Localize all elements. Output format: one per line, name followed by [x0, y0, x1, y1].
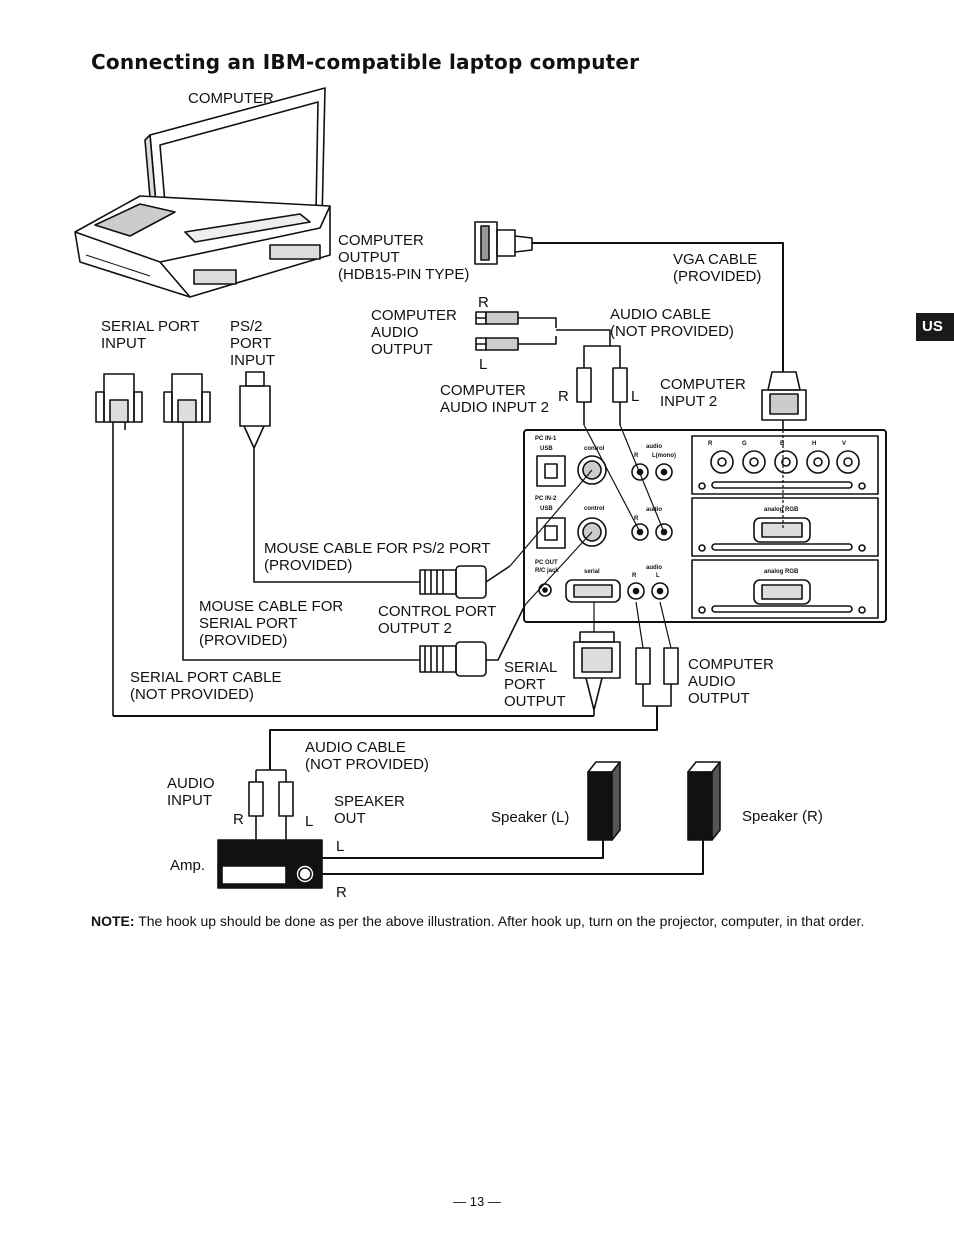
- panel-label-rgb-g: G: [742, 441, 747, 447]
- page-number: — 13 —: [453, 1194, 501, 1209]
- label-serial-port-input: SERIAL PORT INPUT: [101, 318, 200, 352]
- label-computer-audio-output: COMPUTER AUDIO OUTPUT: [371, 307, 457, 358]
- speaker-wire-left: [322, 840, 604, 859]
- label-l-top: L: [479, 356, 488, 373]
- panel-label-analog-rgb1: analog RGB: [764, 507, 799, 513]
- label-speaker-right: Speaker (R): [742, 808, 823, 825]
- panel-label-rgb-h: H: [812, 441, 817, 447]
- panel-label-rgb-b: B: [780, 441, 785, 447]
- audio-plugs-input2: [576, 367, 628, 425]
- label-audio-cable-top: AUDIO CABLE (NOT PROVIDED): [610, 306, 734, 340]
- panel-label-pc-in1: PC IN-1: [535, 436, 557, 442]
- speaker-left: [587, 761, 621, 841]
- label-speaker-out: SPEAKER OUT: [334, 793, 405, 827]
- label-vga-cable: VGA CABLE (PROVIDED): [673, 251, 762, 285]
- panel-label-serial: serial: [584, 569, 600, 575]
- label-computer-input2: COMPUTER INPUT 2: [660, 376, 746, 410]
- vga-cable: [532, 242, 784, 372]
- serial-connector-left: [95, 373, 143, 716]
- speaker-wire-right: [322, 840, 704, 875]
- laptop-illustration: [74, 87, 331, 298]
- mouse-connector-serial: [419, 604, 526, 677]
- panel-label-control1: control: [584, 446, 605, 452]
- panel-label-r2: R: [634, 516, 639, 522]
- panel-label-usb1: USB: [540, 446, 553, 452]
- speaker-right: [687, 761, 721, 841]
- label-mouse-cable-ps2: MOUSE CABLE FOR PS/2 PORT (PROVIDED): [264, 540, 491, 574]
- panel-label-usb2: USB: [540, 506, 553, 512]
- label-speaker-left: Speaker (L): [491, 809, 570, 826]
- projector-panel: [523, 429, 887, 623]
- label-serial-port-cable: SERIAL PORT CABLE (NOT PROVIDED): [130, 669, 282, 703]
- label-l-amp: L: [305, 813, 314, 830]
- section-tab: US: [916, 313, 954, 341]
- label-r-top: R: [478, 294, 489, 311]
- label-l-speaker: L: [336, 838, 345, 855]
- audio-plugs-output-right: [269, 601, 679, 770]
- panel-label-analog-rgb2: analog RGB: [764, 569, 799, 575]
- label-audio-cable-bottom: AUDIO CABLE (NOT PROVIDED): [305, 739, 429, 773]
- panel-label-pc-in2: PC IN-2: [535, 496, 557, 502]
- label-computer-audio-input2: COMPUTER AUDIO INPUT 2: [440, 382, 549, 416]
- label-r-mid: R: [558, 388, 569, 405]
- panel-label-rc-jack: R/C jack: [535, 568, 559, 574]
- panel-label-audio3: audio: [646, 565, 662, 571]
- panel-label-pc-out: PC OUT: [535, 560, 558, 566]
- panel-label-audio2: audio: [646, 507, 662, 513]
- label-r-amp: R: [233, 811, 244, 828]
- vga-connector-projector: [761, 371, 807, 430]
- label-r-speaker: R: [336, 884, 347, 901]
- panel-label-r3: R: [632, 573, 637, 579]
- label-audio-input: AUDIO INPUT: [167, 775, 215, 809]
- label-mouse-cable-serial: MOUSE CABLE FOR SERIAL PORT (PROVIDED): [199, 598, 344, 649]
- panel-label-r1: R: [634, 453, 639, 459]
- label-computer-audio-output-right: COMPUTER AUDIO OUTPUT: [688, 656, 774, 707]
- audio-plugs-computer: [475, 311, 621, 368]
- panel-label-control2: control: [584, 506, 605, 512]
- label-computer-output: COMPUTER OUTPUT (HDB15-PIN TYPE): [338, 232, 470, 283]
- page-heading: Connecting an IBM-compatible laptop comp…: [91, 50, 640, 74]
- label-amp: Amp.: [170, 857, 206, 874]
- vga-connector-laptop: [474, 221, 533, 265]
- label-control-port-output2: CONTROL PORT OUTPUT 2: [378, 603, 497, 637]
- label-ps2-port-input: PS/2 PORT INPUT: [230, 318, 275, 369]
- label-l-mid: L: [631, 388, 640, 405]
- note-paragraph: NOTE: The hook up should be done as per …: [91, 911, 921, 931]
- mouse-connector-ps2: [419, 565, 511, 599]
- label-computer: COMPUTER: [188, 90, 274, 107]
- panel-label-mono: L(mono): [652, 453, 676, 459]
- panel-label-rgb-r: R: [708, 441, 713, 447]
- panel-label-audio1: audio: [646, 444, 662, 450]
- note-prefix: NOTE:: [91, 913, 135, 929]
- serial-port-output-connector: [573, 602, 621, 716]
- panel-label-l3: L: [656, 573, 660, 579]
- amp-audio-plugs: [248, 769, 294, 840]
- ps2-connector: [239, 371, 420, 583]
- panel-label-rgb-v: V: [842, 441, 847, 447]
- serial-connector-middle: [163, 373, 420, 661]
- note-text: The hook up should be done as per the ab…: [134, 913, 865, 929]
- amp: [217, 839, 323, 889]
- label-serial-port-output: SERIAL PORT OUTPUT: [504, 659, 566, 710]
